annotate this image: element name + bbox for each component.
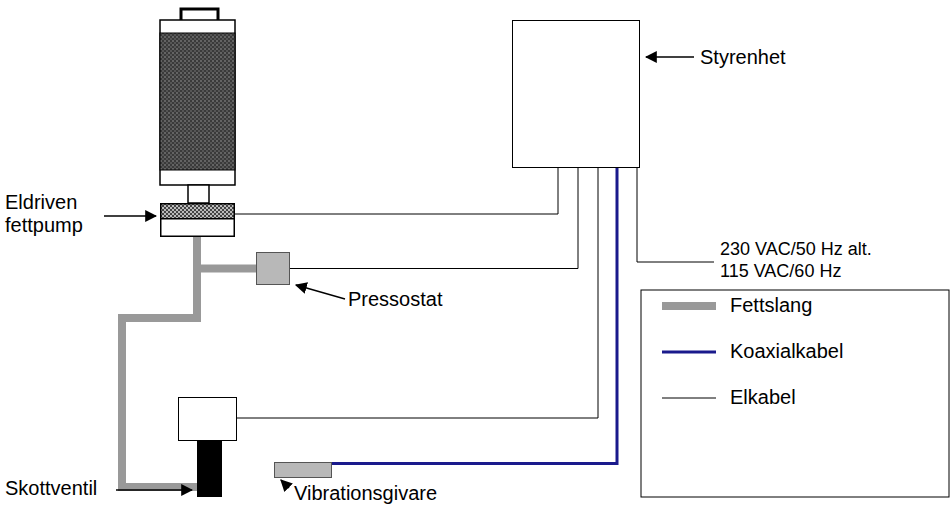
electric-cable xyxy=(235,168,558,214)
grease-pump: Eldriven fettpump xyxy=(160,203,235,237)
leader-arrow xyxy=(646,56,694,58)
legend-sample xyxy=(662,351,716,354)
legend-sample xyxy=(662,302,716,310)
leader-arrow xyxy=(281,480,289,488)
node-shape xyxy=(512,20,640,168)
part-label: Pressostat xyxy=(348,288,442,311)
pressure-switch: Pressostat xyxy=(256,252,290,285)
grease-hose xyxy=(122,237,197,487)
valve-actuator xyxy=(179,398,237,441)
leader-arrow xyxy=(296,285,345,299)
electric-cable xyxy=(237,168,598,418)
control-unit: Styrenhet xyxy=(512,20,640,168)
legend-text: Fettslang xyxy=(730,294,812,317)
part-label: Skottventil xyxy=(5,477,97,500)
legend-box xyxy=(641,290,949,497)
legend-text: Koaxialkabel xyxy=(730,340,843,363)
control-box xyxy=(513,21,640,168)
node-shape xyxy=(178,397,237,497)
node-shape xyxy=(256,252,290,285)
power-cable xyxy=(637,168,714,262)
electric-cable xyxy=(290,168,578,269)
part-label: Styrenhet xyxy=(700,46,786,69)
leader-arrow xyxy=(104,215,156,217)
pump-body xyxy=(161,204,235,237)
legend-text: Elkabel xyxy=(730,386,796,409)
valve-body xyxy=(197,441,222,497)
grease-container xyxy=(160,9,235,203)
coaxial-cable xyxy=(332,168,617,464)
legend-sample xyxy=(662,398,716,399)
bulkhead-valve: Skottventil xyxy=(178,397,237,497)
node-shape xyxy=(160,203,235,237)
pressostat-box xyxy=(257,253,290,285)
sensor-box xyxy=(275,463,332,478)
pump-band xyxy=(161,204,235,219)
power-label: 230 VAC/50 Hz alt. 115 VAC/60 Hz xyxy=(720,238,895,282)
leader-arrow xyxy=(116,489,192,491)
part-label: Vibrationsgivare xyxy=(294,482,437,505)
part-label: Eldriven fettpump xyxy=(5,191,105,237)
grease-hose xyxy=(197,237,256,269)
vibration-sensor: Vibrationsgivare xyxy=(274,462,332,478)
node-shape xyxy=(274,462,332,478)
